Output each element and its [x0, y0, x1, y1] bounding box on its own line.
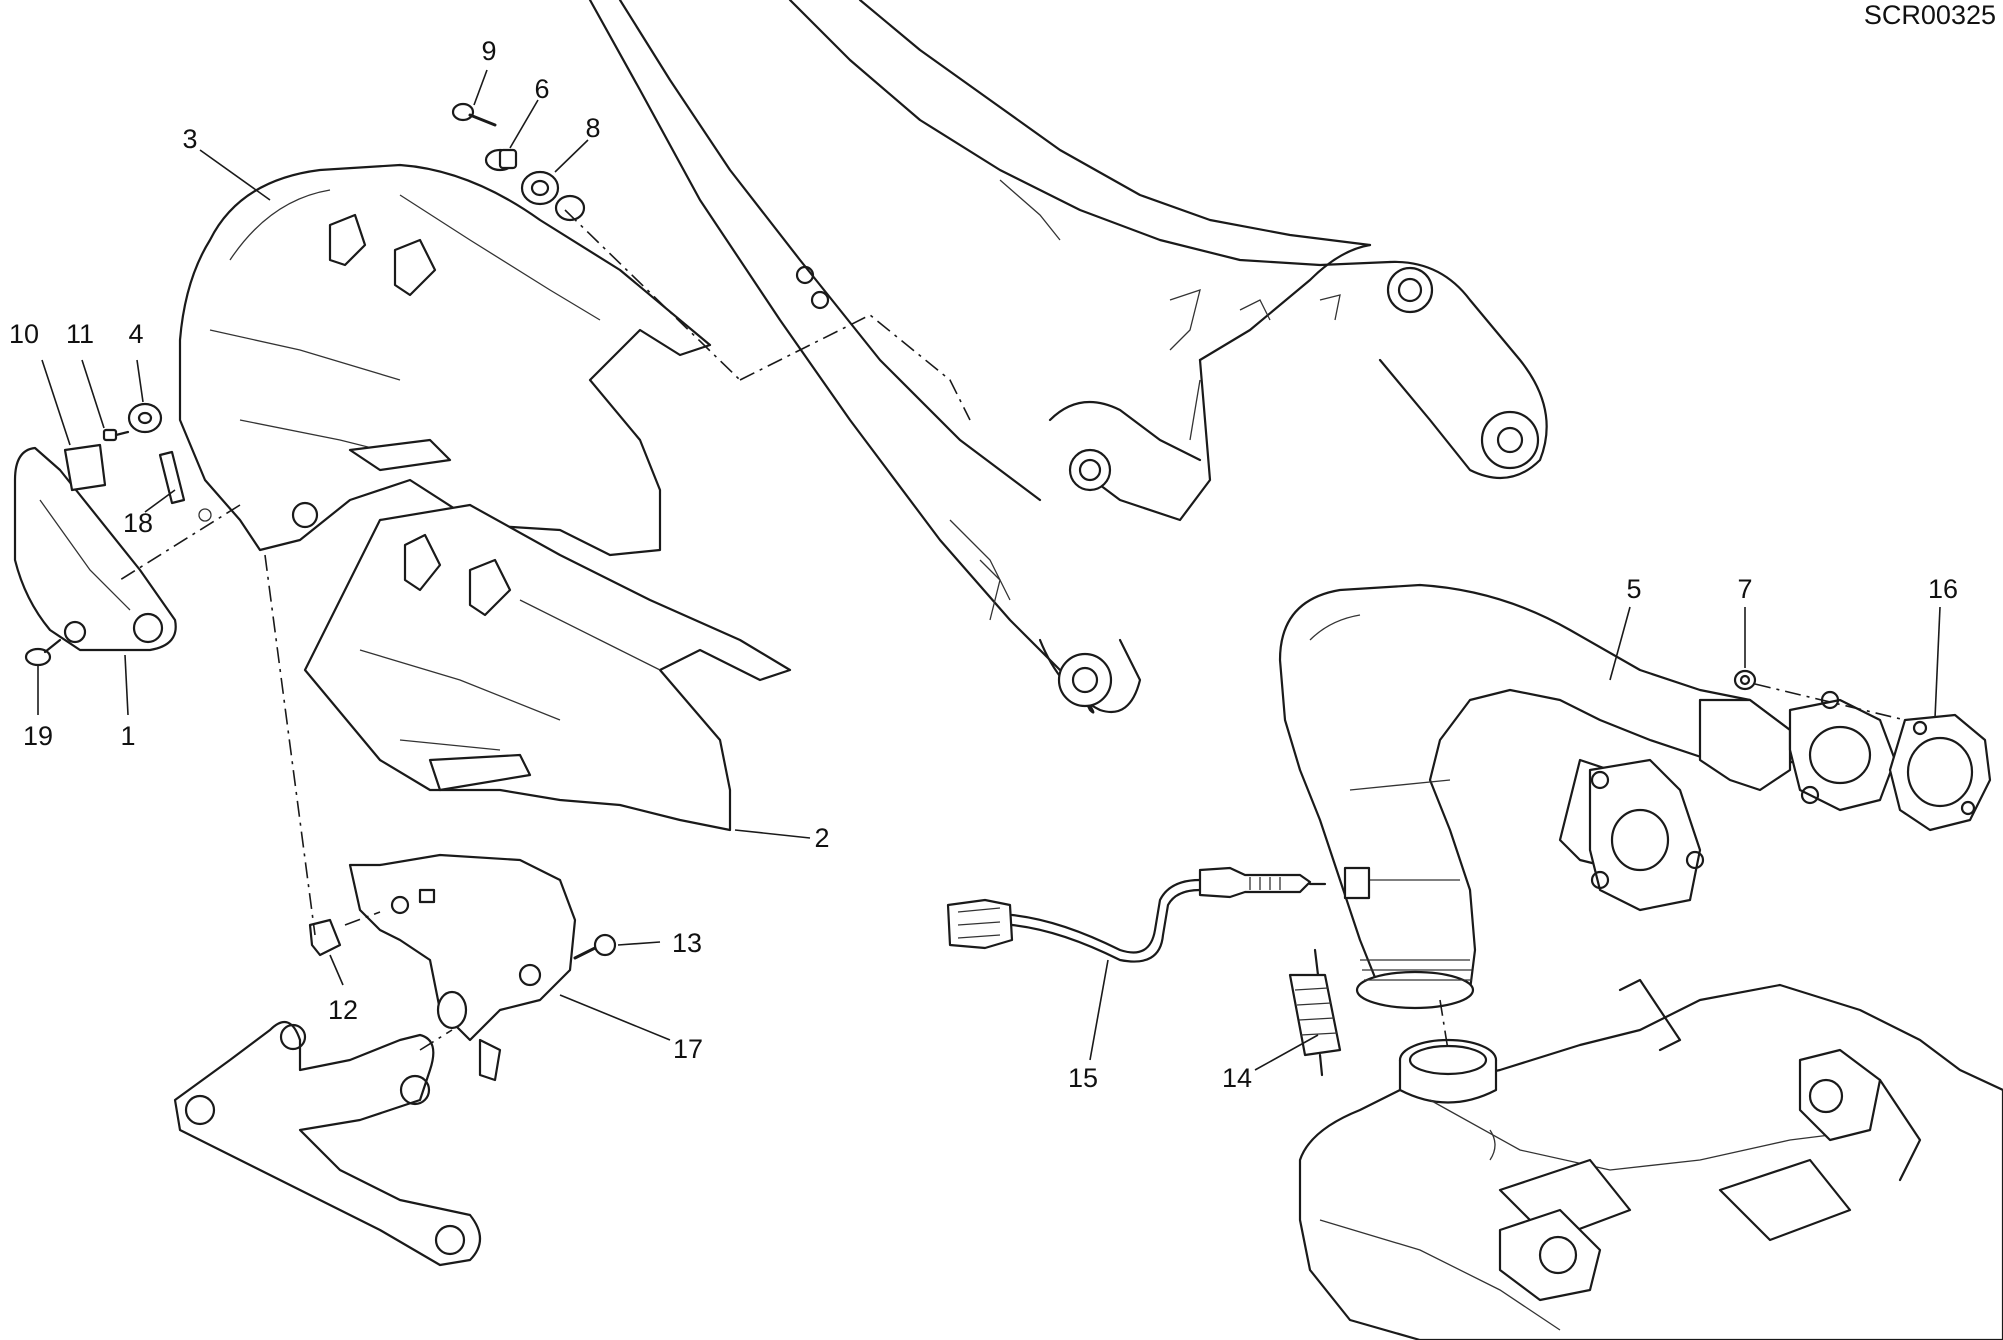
callout-6: 6: [534, 74, 549, 104]
callout-8: 8: [585, 113, 600, 143]
callout-1: 1: [120, 721, 135, 751]
rubber-pad-part-10: [63, 443, 107, 492]
callout-labels: 1 2 3 4 5 6 7 8 9 10 11 12 13 14 15 16 1…: [9, 36, 1958, 1093]
callout-7: 7: [1737, 574, 1752, 604]
callout-15: 15: [1068, 1063, 1098, 1093]
callout-11: 11: [66, 319, 94, 349]
footpeg-bracket: [173, 1020, 482, 1267]
spacer-part-18: [158, 450, 186, 505]
callout-12: 12: [328, 995, 358, 1025]
callout-2: 2: [814, 823, 829, 853]
screw-part-13: [573, 933, 617, 960]
callout-14: 14: [1222, 1063, 1252, 1093]
callout-18: 18: [123, 508, 153, 538]
leader-lines: [37, 69, 1941, 1071]
callout-5: 5: [1626, 574, 1641, 604]
callout-16: 16: [1928, 574, 1958, 604]
lambda-sensor-part-15: [946, 866, 1371, 963]
drawing-code: SCR00325: [1864, 0, 1996, 30]
bushing-part-6: [484, 148, 518, 172]
assembly-lines: [119, 209, 1906, 1051]
callout-4: 4: [128, 319, 143, 349]
screw-part-19: [24, 638, 62, 667]
callout-10: 10: [9, 319, 39, 349]
gasket-part-16: [1888, 713, 1992, 832]
callout-3: 3: [182, 124, 197, 154]
silencer: [1298, 978, 2003, 1340]
nut-part-7: [1733, 669, 1757, 691]
exhaust-header-part-5: [1278, 583, 1897, 1010]
callout-13: 13: [672, 928, 702, 958]
screw-part-11: [102, 428, 130, 442]
callout-17: 17: [673, 1034, 703, 1064]
heel-guard-part-1: [13, 446, 177, 652]
heat-shield-upper-part-3: [178, 163, 712, 557]
heat-shield-bracket-part-17: [348, 853, 577, 1082]
spring-part-14: [1288, 948, 1342, 1077]
frame-subframe: [588, 0, 1548, 714]
heat-shield-lower-part-2: [303, 503, 792, 832]
screw-part-9: [451, 102, 497, 127]
grommet-part-8: [520, 170, 586, 222]
clip-nut-part-12: [308, 918, 342, 957]
grommet-part-4: [127, 402, 163, 434]
callout-9: 9: [481, 36, 496, 66]
callout-19: 19: [23, 721, 53, 751]
